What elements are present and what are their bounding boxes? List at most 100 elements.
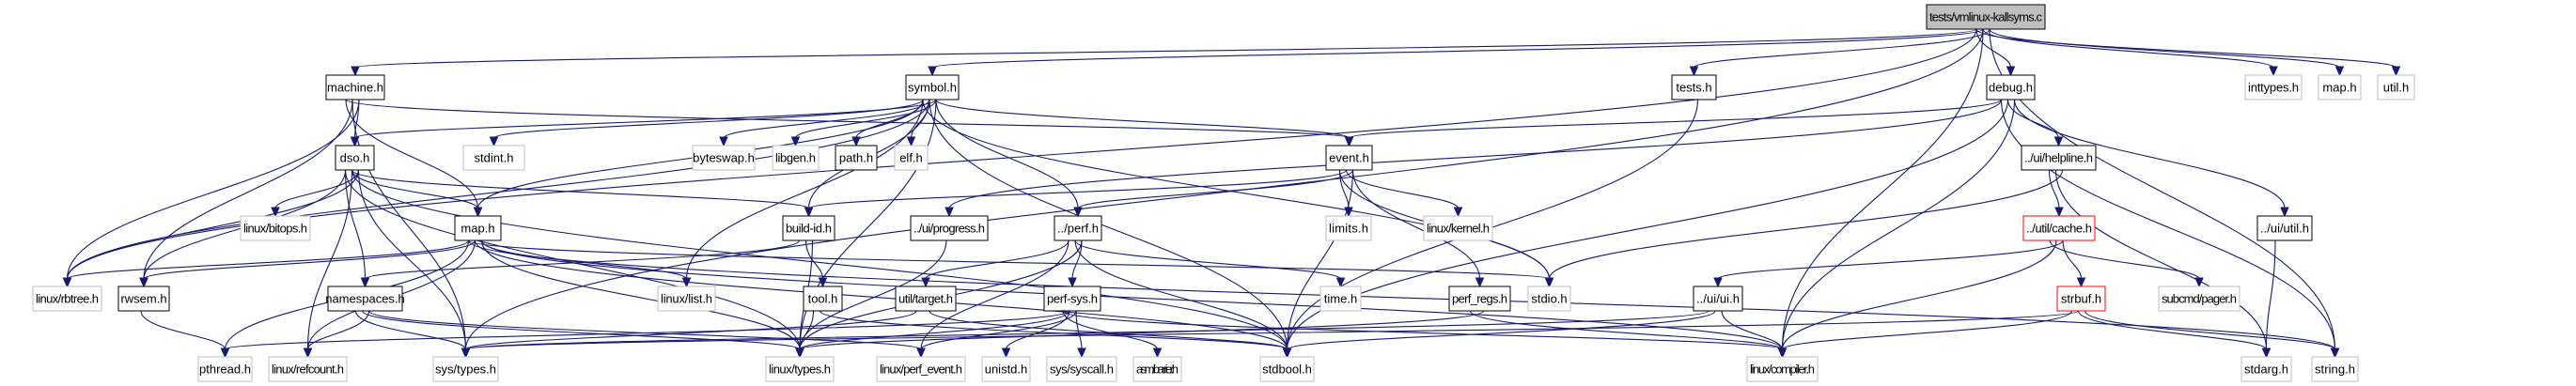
node-symbol[interactable]: symbol.h bbox=[905, 74, 960, 100]
arrowhead-root-to-machine bbox=[351, 66, 360, 77]
node-stdbool: stdbool.h bbox=[1259, 356, 1315, 382]
node-tool[interactable]: tool.h bbox=[803, 286, 843, 312]
node-label-target: util/target.h bbox=[898, 292, 953, 306]
node-box-uiutil bbox=[2256, 215, 2313, 241]
edge-debug-to-uiutil bbox=[2013, 99, 2286, 209]
node-box-rwsem bbox=[117, 286, 170, 312]
node-helpline[interactable]: ../ui/helpline.h bbox=[2021, 145, 2097, 171]
edge-helpline-to-stdarg bbox=[2054, 169, 2268, 350]
node-box-inttypes bbox=[2244, 74, 2303, 100]
node-label-perfregs: perf_regs.h bbox=[1452, 292, 1507, 306]
node-event[interactable]: event.h bbox=[1325, 145, 1373, 171]
arrowhead-perf-to-time bbox=[1335, 277, 1346, 288]
node-dso[interactable]: dso.h bbox=[335, 145, 375, 171]
node-stdint: stdint.h bbox=[462, 145, 525, 171]
node-map[interactable]: map.h bbox=[454, 215, 502, 241]
node-stdarg: stdarg.h bbox=[2240, 356, 2292, 382]
edge-perfsys-to-compiler bbox=[1062, 310, 1784, 350]
node-box-refcount bbox=[268, 356, 348, 382]
node-box-libgen bbox=[772, 145, 820, 171]
edge-namespaces-to-systypes bbox=[354, 310, 467, 350]
arrowhead-debug-to-uiutil bbox=[2280, 207, 2289, 218]
node-progress[interactable]: ../ui/progress.h bbox=[910, 215, 989, 241]
node-box-compiler bbox=[1746, 356, 1819, 382]
node-label-perf: ../perf.h bbox=[1057, 222, 1099, 236]
node-uiui[interactable]: ../ui/ui.h bbox=[1693, 286, 1743, 312]
node-debug[interactable]: debug.h bbox=[1986, 74, 2036, 100]
node-label-debug: debug.h bbox=[1989, 81, 2033, 95]
node-target[interactable]: util/target.h bbox=[895, 286, 957, 312]
edge-debug-to-compiler bbox=[1781, 99, 2016, 350]
node-pager: subcmd/pager.h bbox=[2158, 286, 2240, 312]
node-root[interactable]: tests/vmlinux-kallsyms.c bbox=[1926, 4, 2046, 30]
edge-debug-to-string bbox=[2000, 99, 2336, 350]
node-box-limits bbox=[1325, 215, 1372, 241]
edge-symbol-to-perf bbox=[935, 99, 1079, 209]
node-label-root: tests/vmlinux-kallsyms.c bbox=[1929, 10, 2043, 24]
edge-symbol-to-libgen bbox=[794, 99, 937, 139]
node-strbuf[interactable]: strbuf.h bbox=[2056, 286, 2106, 312]
node-perfsys[interactable]: perf-sys.h bbox=[1043, 286, 1101, 312]
edge-uiui-to-compiler bbox=[1721, 310, 1784, 350]
edge-perfsys-to-perfevent bbox=[920, 310, 1077, 350]
node-rwsem[interactable]: rwsem.h bbox=[117, 286, 170, 312]
node-label-dso: dso.h bbox=[340, 151, 370, 165]
node-buildid[interactable]: build-id.h bbox=[782, 215, 835, 241]
node-unistd: unistd.h bbox=[981, 356, 1031, 382]
edge-root-to-debug bbox=[1975, 28, 2012, 69]
node-box-path bbox=[835, 145, 878, 171]
node-uiutil[interactable]: ../ui/util.h bbox=[2256, 215, 2313, 241]
node-byteswap: byteswap.h bbox=[692, 145, 756, 171]
node-perf[interactable]: ../perf.h bbox=[1054, 215, 1102, 241]
edge-root-to-machine bbox=[354, 28, 1977, 69]
node-rbtree: linux/rbtree.h bbox=[32, 286, 102, 312]
node-compiler: linux/compiler.h bbox=[1746, 356, 1819, 382]
node-box-barrier bbox=[1132, 356, 1182, 382]
edge-root-to-rbtree bbox=[66, 28, 1977, 280]
node-machine[interactable]: machine.h bbox=[325, 74, 385, 100]
node-label-utilh: util.h bbox=[2383, 81, 2409, 95]
arrowhead-perfsys-to-perfevent bbox=[916, 347, 926, 359]
node-label-perfevent: linux/perf_event.h bbox=[880, 363, 962, 377]
arrowhead-perfsys-to-unistd bbox=[1001, 347, 1011, 359]
node-label-syscall: sys/syscall.h bbox=[1050, 363, 1114, 377]
edge-namespaces-to-types bbox=[361, 310, 801, 350]
arrowhead-root-to-symbol bbox=[928, 66, 937, 77]
arrowhead-map-to-rwsem bbox=[139, 277, 148, 288]
edge-perf-to-time bbox=[1074, 239, 1342, 280]
node-box-utilh bbox=[2377, 74, 2415, 100]
edge-dso-to-refcount bbox=[306, 169, 353, 350]
node-box-perfregs bbox=[1448, 286, 1511, 312]
node-namespaces[interactable]: namespaces.h bbox=[325, 286, 405, 312]
node-cache[interactable]: ../util/cache.h bbox=[2022, 215, 2096, 241]
node-label-bitops: linux/bitops.h bbox=[243, 222, 307, 236]
edge-event-to-perfregs bbox=[1351, 169, 1481, 280]
node-label-stdbool: stdbool.h bbox=[1262, 363, 1312, 377]
node-perfregs[interactable]: perf_regs.h bbox=[1448, 286, 1511, 312]
edge-root-to-systypes bbox=[464, 28, 1984, 350]
arrowhead-cache-to-strbuf bbox=[2076, 277, 2086, 288]
arrowhead-strbuf-to-systypes bbox=[461, 347, 471, 359]
node-box-symbol bbox=[905, 74, 960, 100]
edge-machine-to-event bbox=[345, 99, 1350, 139]
node-box-byteswap bbox=[692, 145, 756, 171]
node-box-types bbox=[765, 356, 835, 382]
edge-debug-to-progress bbox=[948, 99, 2003, 209]
node-box-stdarg bbox=[2240, 356, 2292, 382]
edge-machine-to-rwsem bbox=[143, 99, 353, 280]
node-label-pthread: pthread.h bbox=[199, 363, 251, 377]
node-label-kernel: linux/kernel.h bbox=[1427, 222, 1490, 236]
node-path[interactable]: path.h bbox=[835, 145, 878, 171]
edge-strbuf-to-compiler bbox=[1781, 310, 2073, 350]
node-tests[interactable]: tests.h bbox=[1671, 74, 1717, 100]
arrowhead-strbuf-to-stdarg bbox=[2261, 347, 2272, 359]
node-box-perf bbox=[1054, 215, 1102, 241]
arrowhead-root-to-inttypes bbox=[2269, 66, 2278, 77]
arrowhead-root-to-debug bbox=[2006, 66, 2016, 77]
edge-strbuf-to-stdarg bbox=[2077, 310, 2268, 350]
node-box-cache bbox=[2022, 215, 2096, 241]
arrowhead-event-to-perf bbox=[1073, 207, 1083, 218]
node-box-pager bbox=[2158, 286, 2240, 312]
arrowhead-root-to-tests bbox=[1689, 66, 1699, 77]
arrowhead-perf-to-perfsys bbox=[1068, 277, 1077, 288]
